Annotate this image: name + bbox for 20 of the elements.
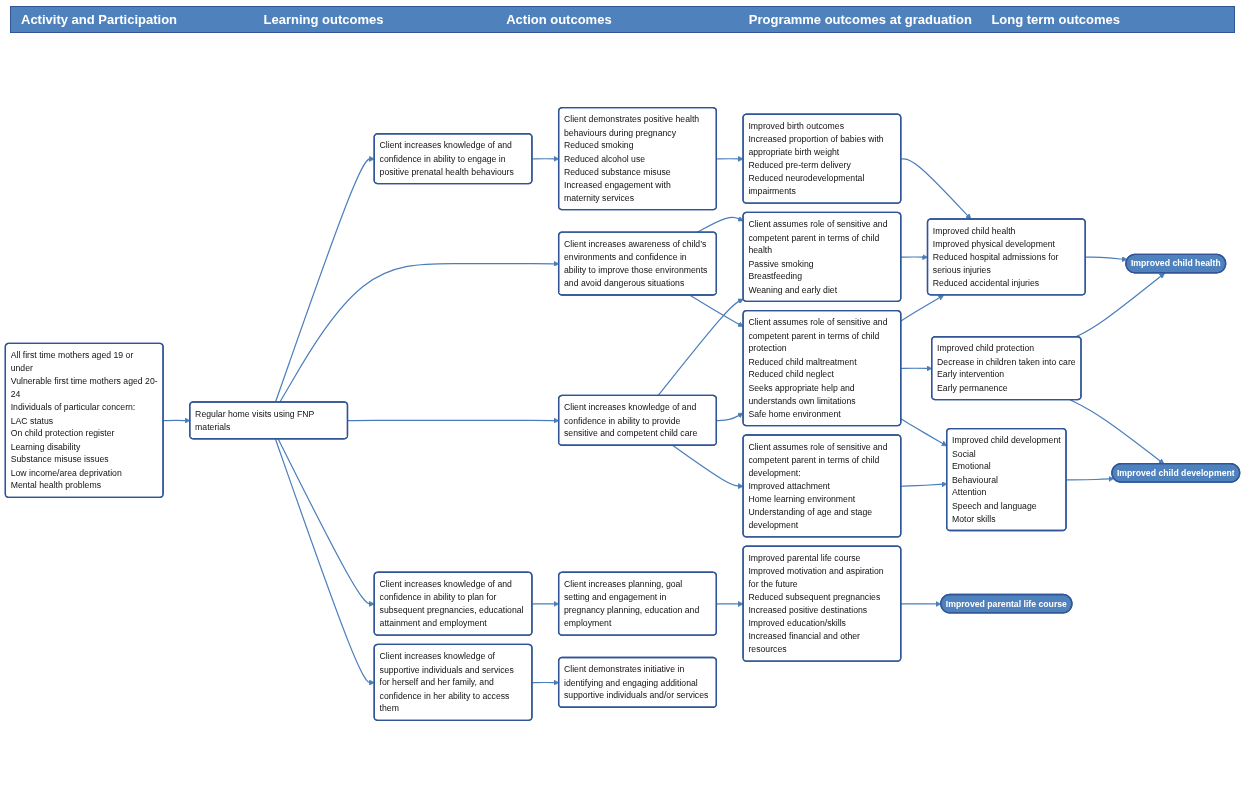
arrow bbox=[277, 438, 375, 607]
column-heading: Action outcomes bbox=[506, 12, 613, 27]
arrow bbox=[1069, 399, 1165, 465]
arrow bbox=[274, 438, 375, 686]
arrow bbox=[716, 412, 744, 422]
arrow bbox=[672, 444, 744, 490]
arrow bbox=[1074, 272, 1165, 338]
column-heading: Long term outcomes bbox=[991, 12, 1121, 27]
arrow bbox=[900, 158, 972, 220]
column-heading: Learning outcomes bbox=[263, 12, 385, 27]
arrow bbox=[716, 155, 744, 162]
arrow bbox=[716, 600, 744, 607]
arrow bbox=[657, 298, 744, 397]
arrow bbox=[900, 294, 945, 322]
column-heading: Activity and Participation bbox=[21, 12, 179, 27]
arrow bbox=[900, 601, 942, 607]
column-heading: Programme outcomes at graduation bbox=[748, 12, 973, 27]
arrow bbox=[696, 215, 744, 234]
arrow bbox=[689, 294, 744, 327]
arrow bbox=[274, 155, 375, 403]
